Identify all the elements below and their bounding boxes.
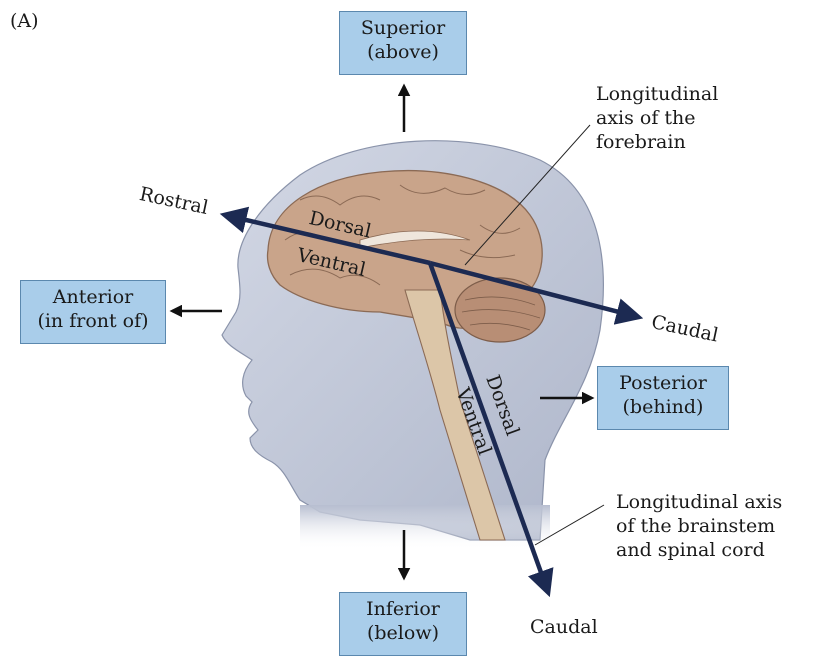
posterior-box: Posterior (behind) [597, 366, 729, 430]
forebrain-callout-line3: forebrain [596, 131, 686, 153]
posterior-sublabel: (behind) [622, 396, 704, 418]
brainstem-axis [427, 262, 554, 598]
forebrain-callout-line1: Longitudinal [596, 83, 719, 105]
forebrain-callout-line [464, 124, 591, 266]
spinal-cord [404, 289, 506, 541]
brainstem-callout-line2: of the brainstem [616, 515, 776, 537]
forebrain-axis-caudal [429, 260, 644, 325]
anterior-label: Anterior [52, 286, 134, 308]
brainstem-callout-line1: Longitudinal axis [616, 491, 783, 513]
brainstem-axis-callout: Longitudinal axis of the brainstem and s… [616, 490, 782, 562]
forebrain-callout-line2: axis of the [596, 107, 696, 129]
caudal-brainstem-label: Caudal [530, 616, 598, 638]
posterior-label: Posterior [619, 372, 707, 394]
superior-label: Superior [360, 17, 446, 39]
inferior-label: Inferior [366, 598, 440, 620]
inferior-sublabel: (below) [366, 622, 439, 644]
superior-sublabel: (above) [367, 41, 439, 63]
forebrain-axis-callout: Longitudinal axis of the forebrain [596, 82, 718, 154]
brainstem-callout-line3: and spinal cord [616, 539, 765, 561]
panel-label: (A) [10, 10, 39, 32]
anterior-box: Anterior (in front of) [20, 280, 166, 344]
superior-box: Superior (above) [339, 11, 467, 75]
inferior-box: Inferior (below) [339, 592, 467, 656]
anterior-sublabel: (in front of) [37, 310, 149, 332]
brainstem-callout-line [534, 504, 605, 546]
forebrain-axis-rostral [219, 206, 431, 266]
